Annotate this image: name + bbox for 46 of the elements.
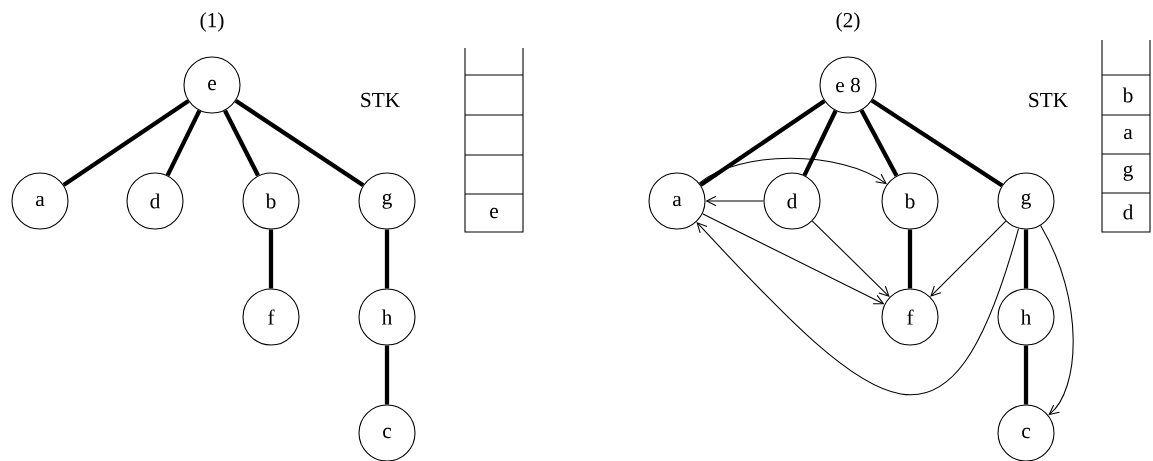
graph-node: h xyxy=(358,288,416,346)
graph-node: d xyxy=(763,172,821,230)
tree-edge xyxy=(859,109,899,177)
graph-node: a xyxy=(11,172,69,230)
stack-entry: g xyxy=(1123,165,1133,181)
arrow xyxy=(698,157,887,185)
stack-label: STK xyxy=(1029,92,1068,108)
stack-label: STK xyxy=(361,92,400,108)
tree-edge xyxy=(384,229,390,289)
graph-node: d xyxy=(126,172,184,230)
graph-node: a xyxy=(648,172,706,230)
arrow xyxy=(811,220,890,297)
arrow xyxy=(705,195,764,207)
stack-entry: a xyxy=(1124,128,1133,140)
tree-edge xyxy=(802,109,838,177)
arrow xyxy=(696,221,1020,395)
tree-edge xyxy=(268,229,274,289)
graph-node: b xyxy=(881,172,939,230)
tree-edge xyxy=(384,345,390,405)
graph-node: f xyxy=(242,288,300,346)
tree-edge xyxy=(62,99,190,187)
tree-edge xyxy=(165,109,202,177)
tree-edge xyxy=(1023,229,1029,289)
stack-entry: e xyxy=(490,207,498,219)
tree-edge xyxy=(234,99,365,188)
graph-node: g xyxy=(358,172,416,230)
arrow xyxy=(702,213,885,305)
stack-entry: d xyxy=(1123,204,1134,220)
arrow xyxy=(930,220,1007,297)
arrow xyxy=(1040,224,1074,416)
graph-node: e 8 xyxy=(819,56,877,114)
stack-entry: b xyxy=(1122,87,1133,103)
tree-edge xyxy=(699,99,826,187)
panel-label: (1) xyxy=(200,12,224,32)
graph-node: e xyxy=(183,56,241,114)
graph-node: b xyxy=(242,172,300,230)
tree-edge xyxy=(907,229,913,289)
tree-edge xyxy=(870,98,1004,188)
graph-node: g xyxy=(997,172,1055,230)
graph-node: c xyxy=(997,404,1055,461)
panel-label: (2) xyxy=(836,12,860,32)
graph-node: f xyxy=(881,288,939,346)
graph-node: h xyxy=(997,288,1055,346)
tree-edge xyxy=(223,109,260,177)
graph-node: c xyxy=(358,404,416,461)
tree-edge xyxy=(1023,345,1029,405)
